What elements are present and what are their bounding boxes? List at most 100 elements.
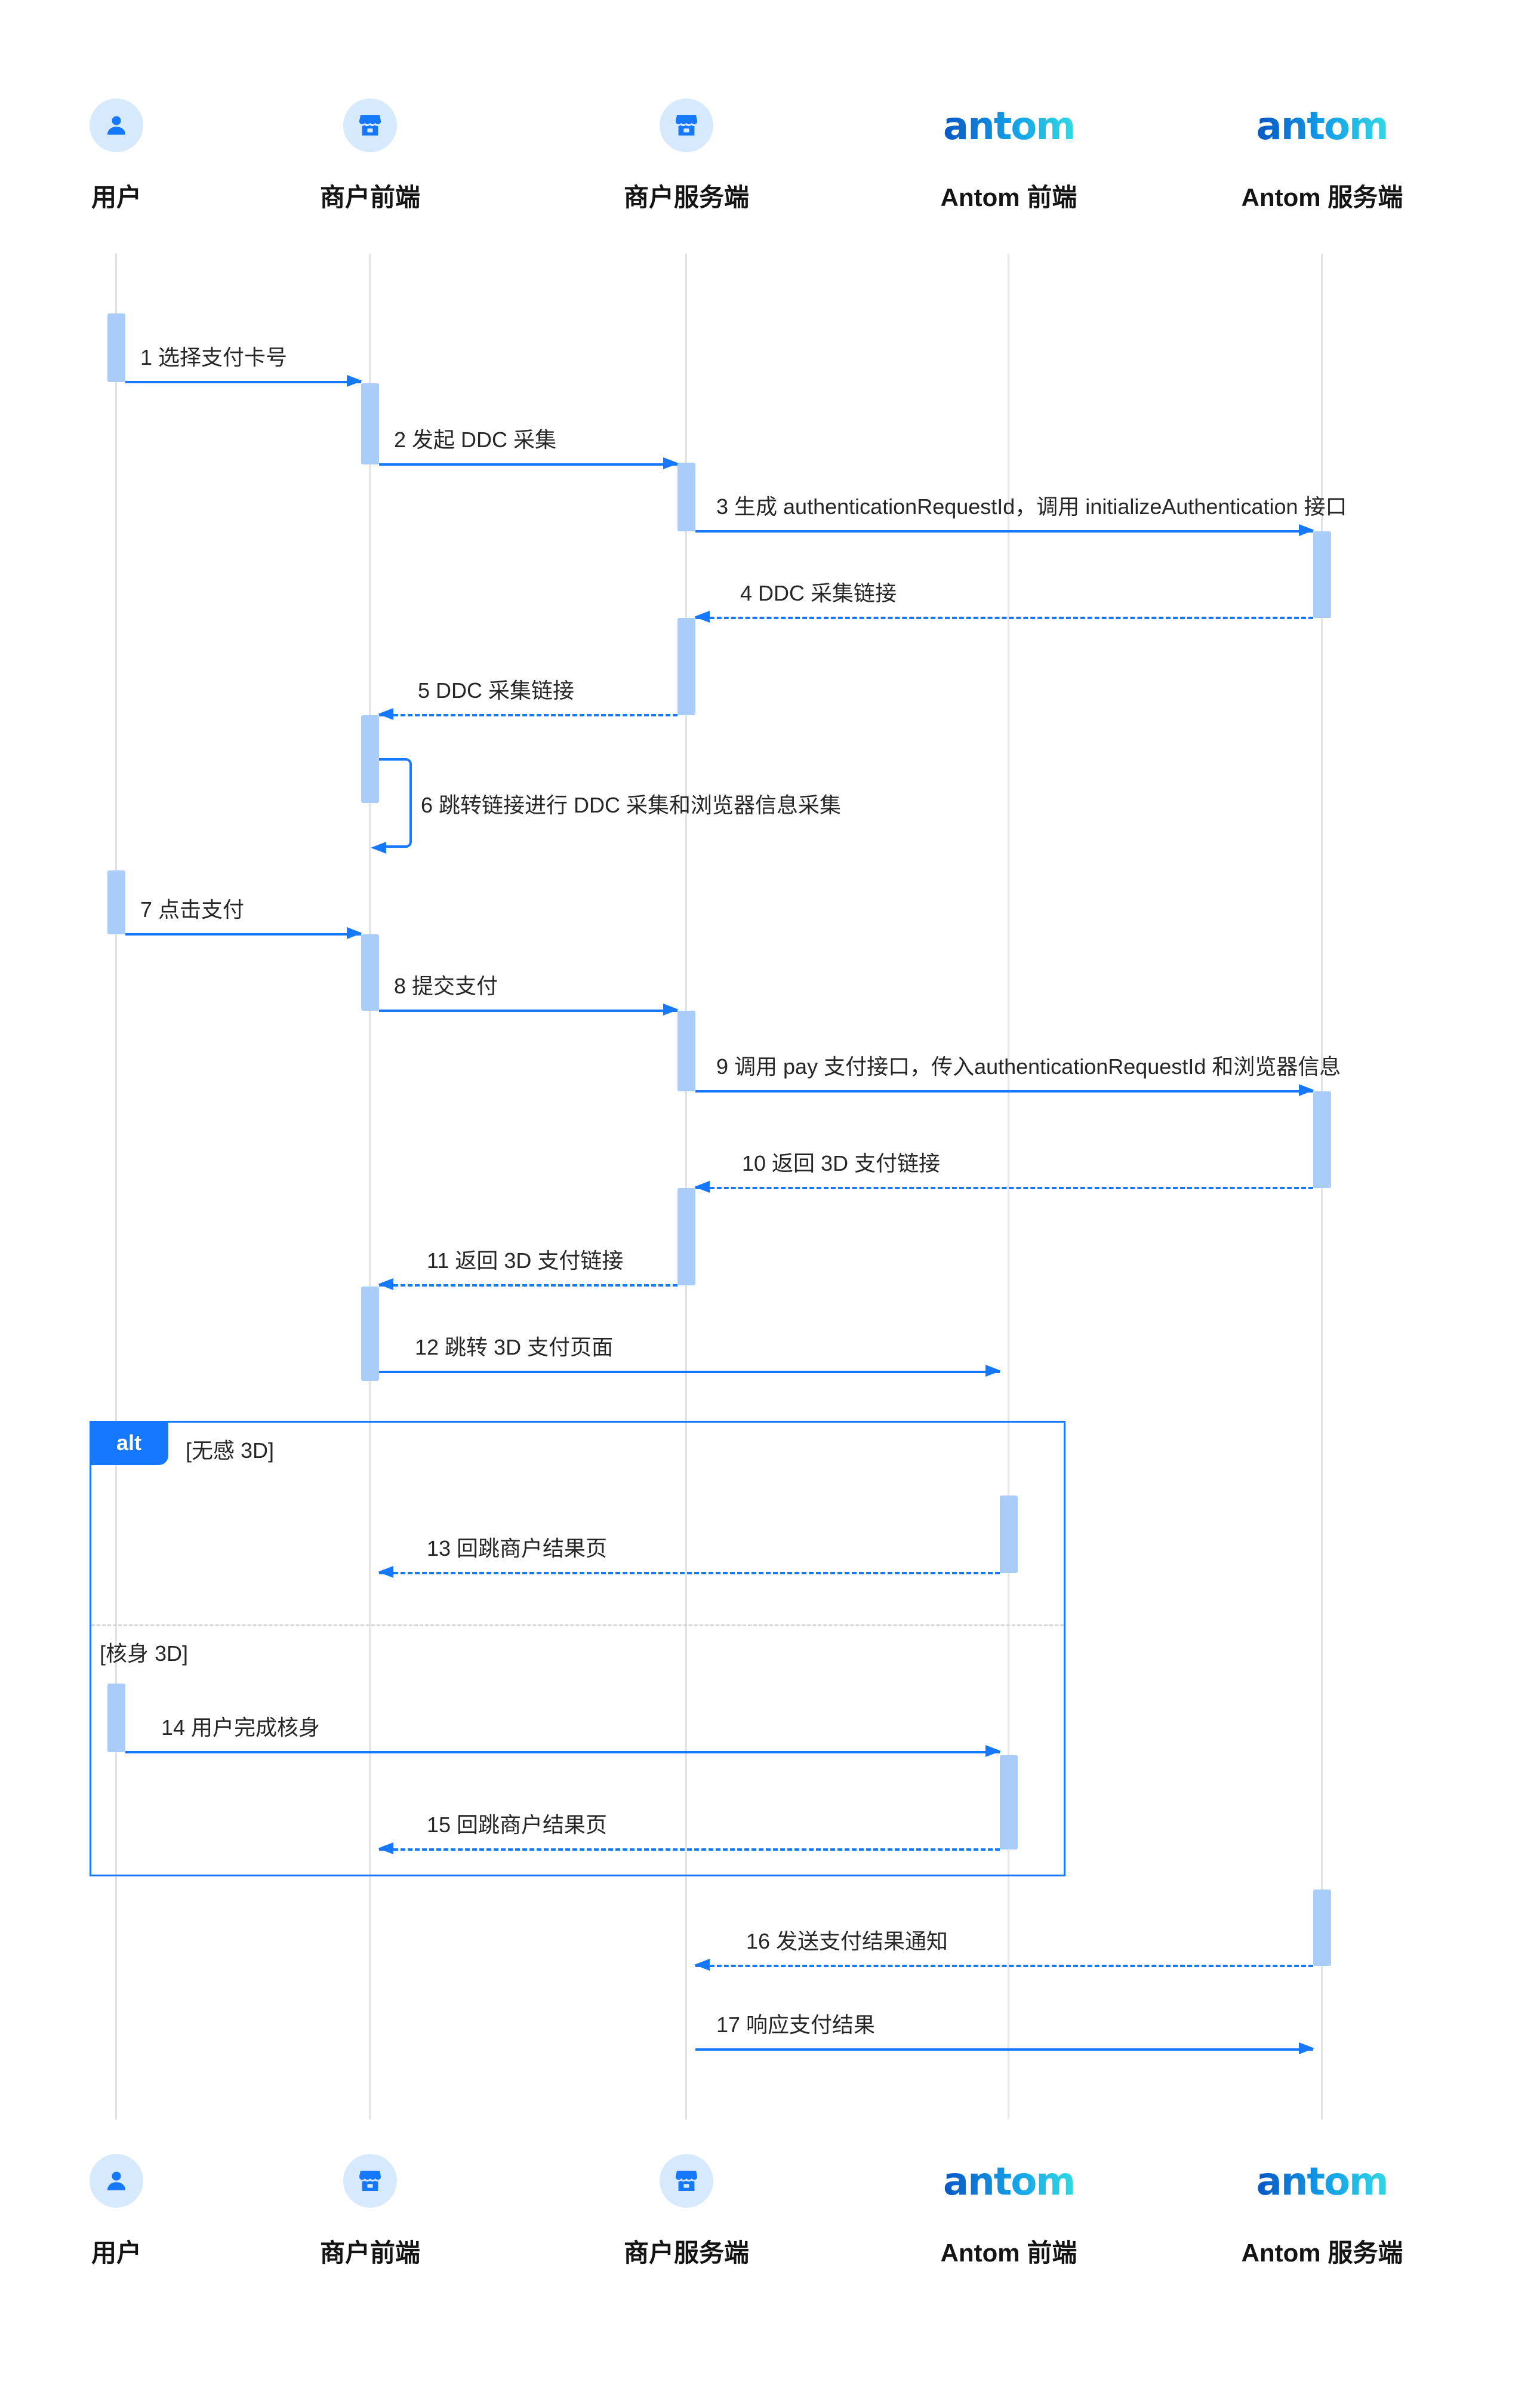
activation-bar (361, 715, 379, 803)
message-line (695, 617, 1313, 619)
activation-bar (1313, 1091, 1331, 1188)
antom-logo-text: antom (943, 2160, 1074, 2204)
antom-logo-text: antom (1256, 104, 1388, 149)
actor-label-merchant-server: 商户服务端 (623, 2239, 750, 2267)
message-line (379, 463, 677, 466)
actor-label-antom-frontend: Antom 前端 (940, 183, 1077, 211)
message-line (695, 1187, 1313, 1189)
alt-badge: alt (90, 1421, 168, 1465)
actor-antom-server-bottom: antom Antom 服务端 (1242, 2154, 1403, 2269)
activation-bar (1313, 1890, 1331, 1966)
actor-user-top: 用户 (90, 99, 143, 214)
antom-logo: antom (931, 2154, 1086, 2208)
arrowhead (347, 375, 362, 387)
shop-icon (659, 99, 713, 152)
activation-bar (107, 1684, 125, 1752)
message-label: 8 提交支付 (394, 974, 498, 998)
arrowhead (663, 457, 679, 469)
arrowhead (347, 927, 362, 939)
user-icon (90, 2154, 143, 2208)
activation-bar (677, 463, 695, 531)
arrowhead (694, 611, 710, 623)
message-line (379, 1284, 677, 1287)
arrowhead (1299, 524, 1314, 536)
message-line (379, 1371, 1000, 1373)
message-line (379, 1010, 677, 1012)
message-label: 14 用户完成核身 (161, 1715, 321, 1740)
alt-condition-frictionless: [无感 3D] (186, 1438, 275, 1463)
activation-bar (1313, 531, 1331, 618)
activation-bar (677, 1011, 695, 1091)
arrowhead (985, 1745, 1001, 1757)
message-line (695, 2048, 1313, 2051)
actor-merchant-frontend-top: 商户前端 (320, 99, 420, 214)
shop-icon (343, 2154, 397, 2208)
message-label: 6 跳转链接进行 DDC 采集和浏览器信息采集 (421, 793, 842, 817)
activation-bar (677, 1188, 695, 1285)
activation-bar (107, 313, 125, 382)
arrowhead (1299, 2042, 1314, 2054)
antom-logo: antom (1242, 2154, 1403, 2208)
arrowhead (378, 708, 393, 720)
lifeline-user (115, 254, 117, 2119)
activation-bar (107, 870, 125, 934)
message-line (695, 1965, 1313, 1967)
actor-antom-frontend-top: antom Antom 前端 (931, 99, 1086, 214)
message-label: 16 发送支付结果通知 (746, 1929, 948, 1953)
actor-merchant-frontend-bottom: 商户前端 (320, 2154, 420, 2269)
antom-logo: antom (931, 99, 1086, 152)
actor-label-merchant-frontend: 商户前端 (319, 183, 421, 211)
arrowhead (694, 1959, 710, 1971)
actor-label-antom-frontend: Antom 前端 (940, 2239, 1077, 2267)
alt-frame: alt [无感 3D] [核身 3D] (90, 1421, 1065, 1876)
activation-bar (1000, 1755, 1018, 1850)
arrowhead (694, 1181, 710, 1193)
actor-antom-server-top: antom Antom 服务端 (1242, 99, 1403, 214)
antom-logo-text: antom (943, 104, 1074, 149)
message-label: 17 响应支付结果 (716, 2012, 876, 2037)
message-line (125, 933, 361, 936)
message-line (125, 381, 361, 383)
actor-label-merchant-server: 商户服务端 (623, 183, 750, 211)
message-label: 2 发起 DDC 采集 (394, 427, 557, 452)
arrowhead (378, 1278, 393, 1290)
message-line (695, 1090, 1313, 1093)
message-6: 6 跳转链接进行 DDC 采集和浏览器信息采集 (371, 758, 841, 854)
arrowhead (378, 1842, 393, 1854)
message-label: 5 DDC 采集链接 (418, 678, 575, 703)
activation-bar (361, 1287, 379, 1381)
lifeline-merchant-server (685, 254, 687, 2119)
message-line (379, 1848, 1000, 1851)
activation-bar (677, 618, 695, 715)
activation-bar (361, 383, 379, 464)
arrowhead (663, 1004, 679, 1016)
message-label: 13 回跳商户结果页 (427, 1536, 608, 1561)
actor-label-merchant-frontend: 商户前端 (319, 2239, 421, 2267)
message-label: 3 生成 authenticationRequestId，调用 initiali… (716, 494, 1347, 519)
user-icon (90, 99, 143, 152)
actor-merchant-server-bottom: 商户服务端 (624, 2154, 749, 2269)
actor-antom-frontend-bottom: antom Antom 前端 (931, 2154, 1086, 2269)
arrowhead (378, 1566, 393, 1578)
actor-user-bottom: 用户 (90, 2154, 143, 2269)
message-line (125, 1751, 1000, 1753)
actor-merchant-server-top: 商户服务端 (624, 99, 749, 214)
lifeline-antom-frontend (1008, 254, 1009, 2119)
message-label: 9 调用 pay 支付接口，传入authenticationRequestId … (716, 1054, 1341, 1079)
message-label: 11 返回 3D 支付链接 (427, 1248, 624, 1273)
antom-logo-text: antom (1256, 2160, 1388, 2204)
shop-icon (343, 99, 397, 152)
actor-label-antom-server: Antom 服务端 (1241, 183, 1403, 211)
message-line (695, 530, 1313, 533)
message-label: 10 返回 3D 支付链接 (742, 1151, 941, 1176)
shop-icon (659, 2154, 713, 2208)
arrowhead (985, 1365, 1001, 1377)
message-label: 12 跳转 3D 支付页面 (415, 1335, 614, 1359)
actor-label-user: 用户 (91, 183, 141, 211)
activation-bar (1000, 1495, 1018, 1573)
alt-condition-challenge: [核身 3D] (100, 1641, 189, 1666)
actor-label-user: 用户 (91, 2239, 141, 2267)
actor-label-antom-server: Antom 服务端 (1241, 2239, 1403, 2267)
message-line (379, 714, 677, 716)
